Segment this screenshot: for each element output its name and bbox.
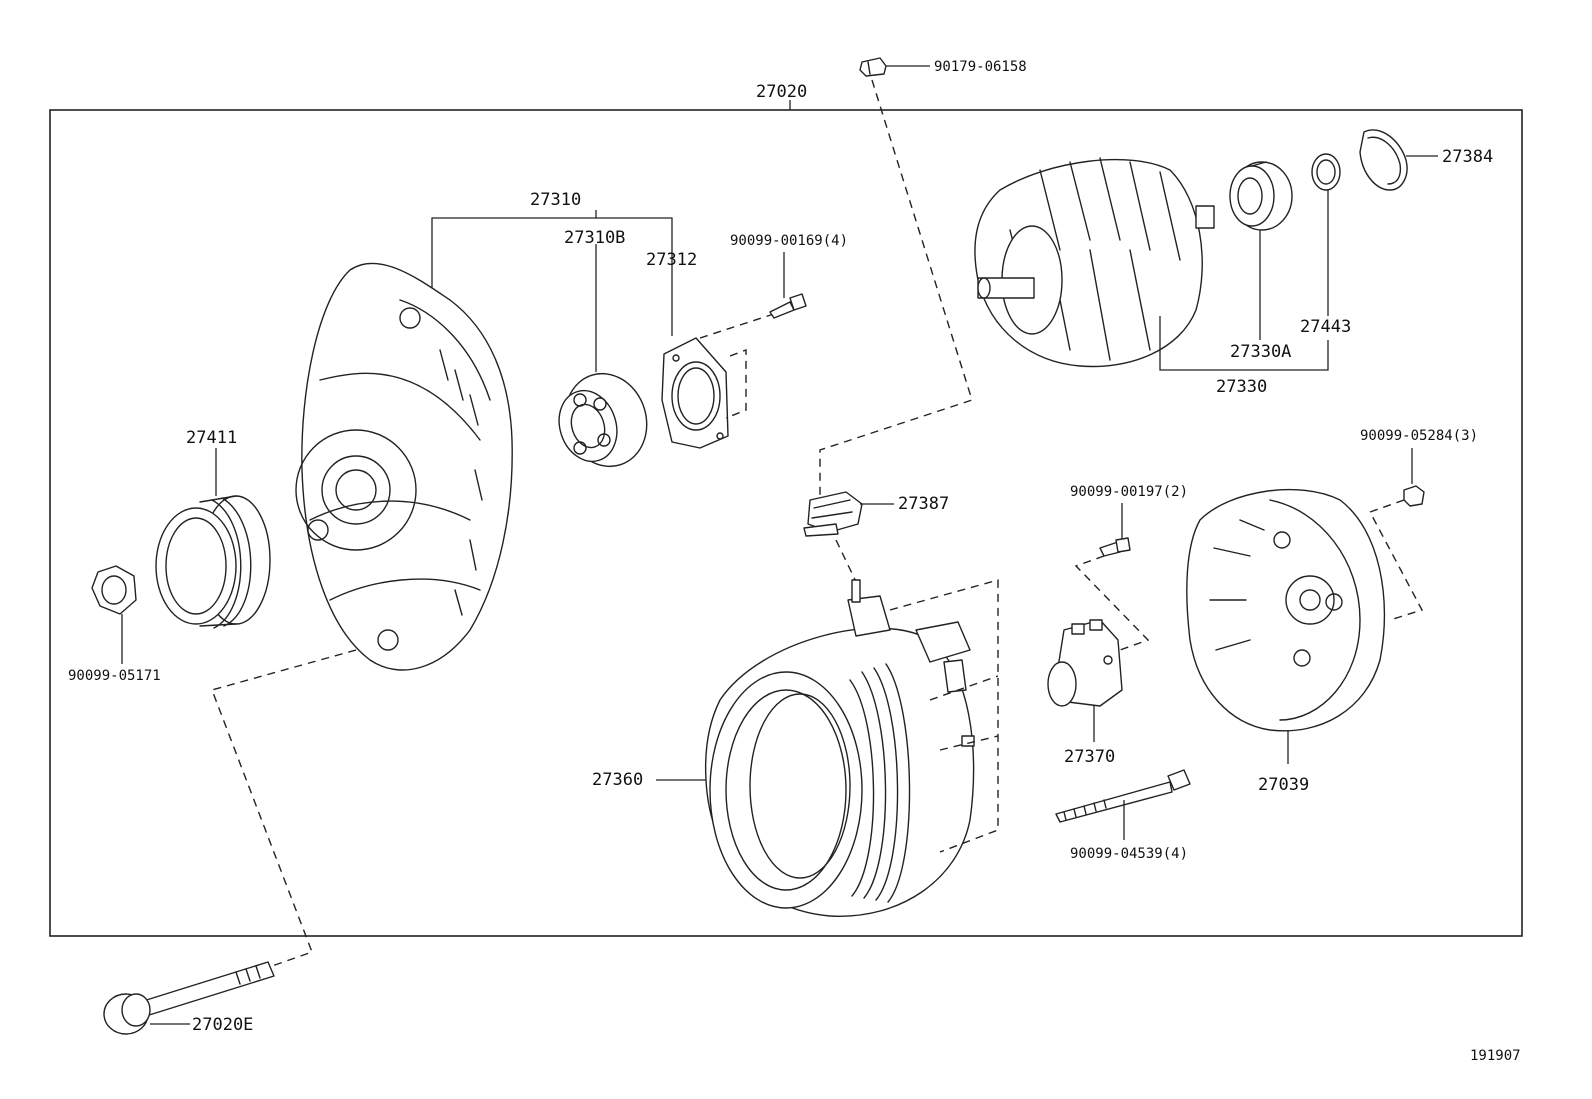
assembly-frame — [49, 109, 1523, 937]
label-27443[interactable]: 27443 — [1300, 317, 1351, 337]
pulley-27411[interactable] — [155, 495, 271, 629]
label-27360[interactable]: 27360 — [592, 770, 643, 790]
nut-90099-05284[interactable] — [1403, 485, 1425, 507]
label-27312[interactable]: 27312 — [646, 250, 697, 270]
nut-90179-06158[interactable] — [859, 57, 930, 77]
label-27330[interactable]: 27330 — [1216, 377, 1267, 397]
label-90099-00169[interactable]: 90099-00169(4) — [730, 233, 848, 249]
label-27330A[interactable]: 27330A — [1230, 342, 1291, 362]
label-90099-05171[interactable]: 90099-05171 — [68, 668, 161, 684]
retainer-27312[interactable] — [661, 311, 781, 449]
screw-90099-00169[interactable] — [769, 293, 807, 319]
nut-90099-05171[interactable] — [91, 565, 137, 615]
label-27370[interactable]: 27370 — [1064, 747, 1115, 767]
cover-27384[interactable] — [1359, 129, 1408, 191]
bolt-90099-04539[interactable] — [1055, 769, 1191, 823]
figure-code: 191907 — [1470, 1048, 1521, 1064]
label-27039[interactable]: 27039 — [1258, 775, 1309, 795]
label-90179-06158[interactable]: 90179-06158 — [934, 59, 1027, 75]
rotor-27330[interactable] — [974, 157, 1215, 368]
label-90099-05284[interactable]: 90099-05284(3) — [1360, 428, 1478, 444]
stator-27360[interactable] — [704, 579, 975, 917]
regulator-27370[interactable] — [1047, 619, 1123, 707]
label-90099-04539[interactable]: 90099-04539(4) — [1070, 846, 1188, 862]
washer-27443[interactable] — [1311, 153, 1341, 191]
label-27310B[interactable]: 27310B — [564, 228, 625, 248]
label-27020[interactable]: 27020 — [756, 82, 807, 102]
insulator-27387[interactable] — [803, 491, 863, 537]
screw-90099-00197[interactable] — [1099, 537, 1131, 557]
bearing-27330A[interactable] — [1229, 161, 1293, 231]
label-27387[interactable]: 27387 — [898, 494, 949, 514]
bolt-27020E[interactable] — [103, 961, 275, 1035]
drive-end-frame[interactable] — [295, 262, 513, 671]
label-27310[interactable]: 27310 — [530, 190, 581, 210]
label-90099-00197[interactable]: 90099-00197(2) — [1070, 484, 1188, 500]
rear-cover-27039[interactable] — [1186, 488, 1386, 732]
label-27020E[interactable]: 27020E — [192, 1015, 253, 1035]
label-27384[interactable]: 27384 — [1442, 147, 1493, 167]
label-27411[interactable]: 27411 — [186, 428, 237, 448]
bearing-27310B[interactable] — [550, 363, 658, 477]
